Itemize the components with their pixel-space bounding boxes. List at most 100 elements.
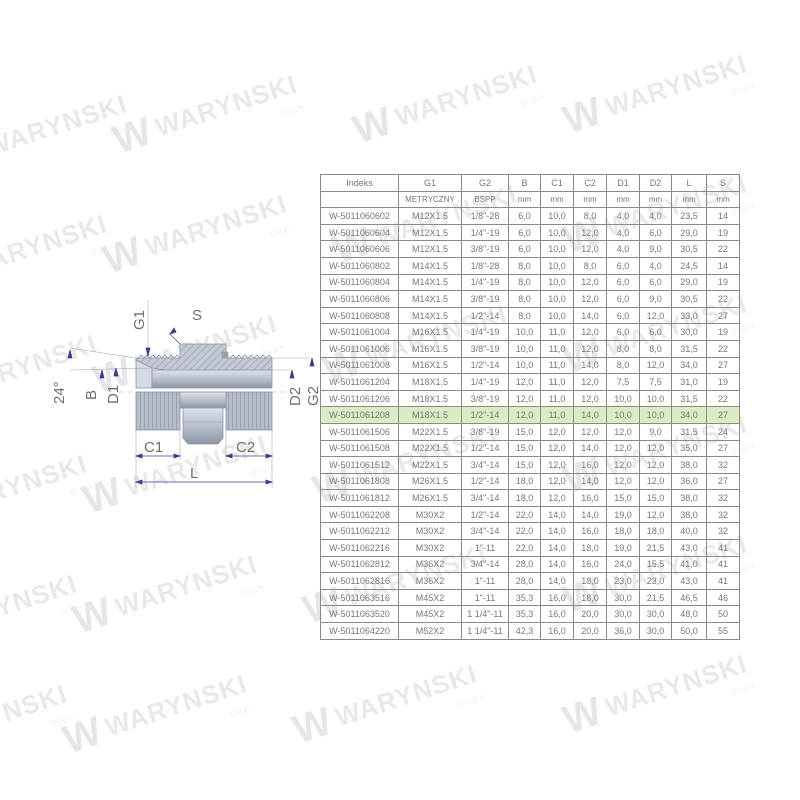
table-cell: 19 [706,223,740,242]
table-cell: W-5011061812 [320,489,399,507]
table-cell: 16,0 [540,622,574,640]
label-c2: C2 [236,439,255,456]
table-cell: 50 [706,605,740,624]
table-cell: 11,0 [540,373,574,391]
table-cell: 12,0 [639,456,672,474]
table-cell: M22X1.5 [398,456,462,474]
table-cell: 8,0 [508,306,541,325]
table-cell: 7,5 [639,373,672,391]
table-cell: 12,0 [639,356,672,375]
table-cell: 12,0 [540,472,574,491]
table-cell: M12X1.5 [398,207,462,225]
table-cell: W-5011061808 [320,472,399,491]
table-cell: W-5011063520 [320,605,399,624]
table-cell: 46,5 [671,588,707,607]
column-header: C2 [573,174,607,192]
table-cell: 16,0 [540,605,574,624]
table-cell: 38,0 [671,505,707,524]
label-g1: G1 [131,310,148,330]
table-cell: 48,0 [671,605,707,624]
column-header: G2 [461,174,509,192]
table-cell: 23,0 [639,572,672,590]
table-cell: M12X1.5 [398,240,462,258]
table-cell: 1 1/4"-11 [461,622,509,640]
unit-cell: mm [508,190,541,209]
table-cell: 19 [706,373,740,391]
table-cell: M14X1.5 [398,306,462,325]
column-header: L [671,174,707,192]
table-cell: M12X1.5 [398,223,462,242]
watermark-brand: WARYNSKI [0,568,81,643]
table-cell: W-5011063516 [320,588,399,607]
unit-cell: mm [606,190,640,209]
watermark-origin: Origin [240,583,266,598]
table-cell: W-5011060602 [320,207,399,225]
watermark-brand: WARYNSKI [601,648,751,723]
watermark-brand: WARYNSKI [601,48,751,123]
table-cell: 8,0 [606,339,640,358]
table-cell: 43,0 [671,539,707,557]
table-cell: 12,0 [639,472,672,491]
table-cell: 3/8"-19 [461,240,509,258]
table-cell: 8,0 [639,339,672,358]
watermark-w-icon: W [107,111,150,163]
watermark-w-icon: W [557,91,600,143]
table-cell: 35,0 [671,439,707,458]
table-cell: 1"-11 [461,572,509,590]
table-cell: M16X1.5 [398,339,462,358]
fitting-diagram: G1 S 24° B D1 D2 G2 C1 C2 L [51,300,322,488]
unit-cell: mm [671,190,707,209]
table-cell: 6,0 [508,207,541,225]
table-cell: 14,0 [540,539,574,557]
table-cell: 32 [706,489,740,507]
table-cell: 19,0 [606,539,640,557]
table-cell: W-5011061008 [320,356,399,375]
table-cell: M36X2 [398,572,462,590]
table-cell: M14X1.5 [398,256,462,275]
table-cell: 14,0 [573,356,607,375]
table-cell: 30,0 [671,323,707,341]
table-cell: 15,0 [508,422,541,441]
table-cell: 10,0 [639,406,672,424]
table-cell: 27 [706,306,740,325]
column-header: Indeks [320,174,399,192]
table-cell: 30,0 [639,605,672,624]
table-cell: 12,0 [606,439,640,458]
table-cell: 9,0 [639,422,672,441]
table-cell: 18,0 [639,522,672,541]
table-cell: M14X1.5 [398,290,462,308]
table-cell: 16,0 [573,489,607,507]
watermark-w-icon: W [97,231,140,283]
table-cell: 10,0 [540,223,574,242]
table-cell: 35,3 [508,605,541,624]
table-cell: 14,0 [573,439,607,458]
table-cell: 27 [706,406,740,424]
table-cell: 6,0 [508,240,541,258]
unit-cell [320,190,399,209]
table-cell: 22 [706,240,740,258]
table-cell: 55 [706,622,740,640]
table-cell: 12,0 [573,389,607,408]
table-cell: 12,0 [573,323,607,341]
table-cell: 22 [706,339,740,358]
table-cell: 18,0 [606,522,640,541]
watermark-brand: WARYNSKI [331,658,481,733]
label-d2: D2 [287,387,304,406]
table-cell: 36,0 [606,622,640,640]
table-cell: 22,0 [508,522,541,541]
table-cell: W-5011061006 [320,339,399,358]
table-cell: 16,0 [573,522,607,541]
table-cell: 20,0 [573,605,607,624]
table-cell: M45X2 [398,588,462,607]
table-cell: 12,0 [508,406,541,424]
column-header: B [508,174,541,192]
table-cell: 12,0 [606,422,640,441]
watermark-brand: WARYNSKI [391,58,541,133]
